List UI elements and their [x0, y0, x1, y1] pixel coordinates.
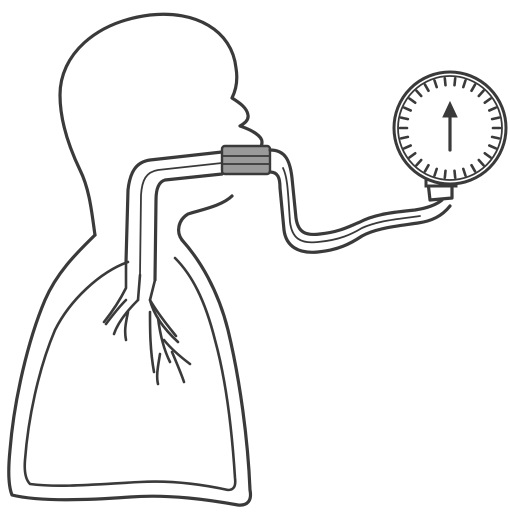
neck-outline	[179, 196, 232, 240]
lung-outer-outline	[9, 235, 251, 505]
gauge-tick	[455, 171, 456, 178]
lung-inner-outline	[25, 258, 236, 490]
pressure-gauge	[394, 72, 506, 184]
gauge-tick	[445, 78, 446, 85]
gauge-tick	[401, 137, 408, 139]
head-outline	[60, 14, 262, 235]
mouthpiece	[222, 146, 270, 174]
gauge-tick	[492, 137, 499, 139]
gauge-tick	[445, 171, 446, 178]
gauge-tick	[455, 78, 456, 85]
gauge-tick	[401, 118, 408, 120]
gauge-tick	[492, 118, 499, 120]
bronchi	[104, 262, 190, 384]
